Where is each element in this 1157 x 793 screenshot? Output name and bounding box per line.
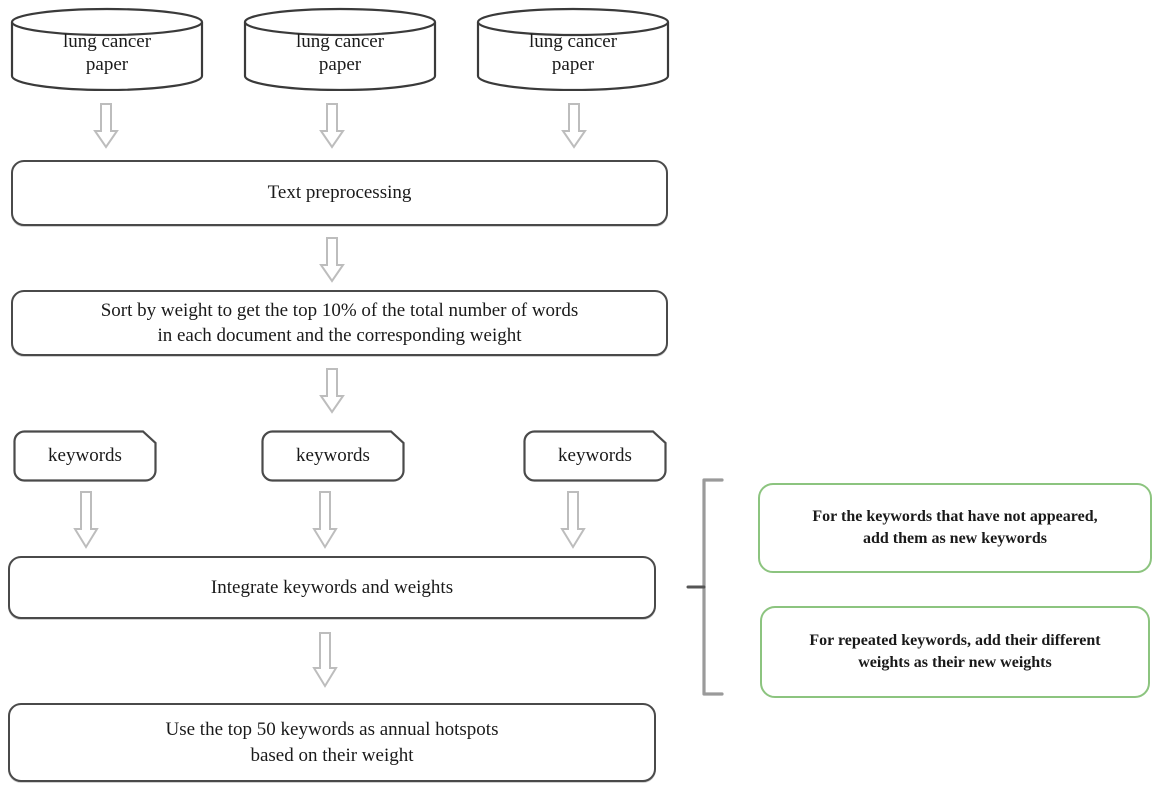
arrow-source-2-to-preprocessing bbox=[319, 103, 345, 149]
note-line1: For repeated keywords, add their differe… bbox=[809, 632, 1101, 650]
source-cylinder-3-label: lung cancer paper bbox=[476, 7, 670, 91]
arrow-source-3-to-preprocessing bbox=[561, 103, 587, 149]
keywords-box-1-label: keywords bbox=[48, 445, 122, 466]
source-label-line2: paper bbox=[318, 54, 362, 75]
arrow-preprocessing-to-sort bbox=[319, 237, 345, 283]
source-label-line2: paper bbox=[85, 54, 129, 75]
arrow-keywords-1-to-integrate bbox=[73, 491, 99, 549]
step-sort-by-weight[interactable]: Sort by weight to get the top 10% of the… bbox=[11, 290, 668, 356]
keywords-box-2-label: keywords bbox=[296, 445, 370, 466]
note-line2: weights as their new weights bbox=[858, 654, 1052, 671]
step-text-preprocessing-label: Text preprocessing bbox=[267, 182, 412, 204]
bracket-shape bbox=[686, 478, 724, 696]
cylinder-shape bbox=[10, 7, 204, 91]
note-repeated-keywords[interactable]: For repeated keywords, add their differe… bbox=[760, 606, 1150, 698]
step-integrate-label: Integrate keywords and weights bbox=[210, 576, 454, 598]
source-cylinder-1-label: lung cancer paper bbox=[10, 7, 204, 91]
source-cylinder-2[interactable]: lung cancer paper bbox=[243, 7, 437, 91]
down-arrow-icon bbox=[561, 103, 587, 149]
hotspots-label-line2: based on their weight bbox=[250, 744, 414, 766]
keywords-box-3-label: keywords bbox=[558, 445, 632, 466]
source-label-line1: lung cancer bbox=[62, 30, 152, 52]
step-text-preprocessing[interactable]: Text preprocessing bbox=[11, 160, 668, 226]
step-integrate-keywords-and-weights[interactable]: Integrate keywords and weights bbox=[8, 556, 656, 619]
snipped-corner-box-shape bbox=[523, 430, 667, 482]
note-new-keywords-label: For the keywords that have not appeared,… bbox=[784, 506, 1125, 549]
arrow-integrate-to-hotspots bbox=[312, 632, 338, 688]
sort-label-line1: Sort by weight to get the top 10% of the… bbox=[100, 299, 579, 321]
keywords-box-2[interactable]: keywords bbox=[261, 430, 405, 482]
snipped-corner-box-shape bbox=[13, 430, 157, 482]
cylinder-shape bbox=[476, 7, 670, 91]
note-line2: add them as new keywords bbox=[862, 530, 1047, 547]
sort-label-line2: in each document and the corresponding w… bbox=[157, 325, 522, 346]
source-cylinder-3[interactable]: lung cancer paper bbox=[476, 7, 670, 91]
step-sort-by-weight-label: Sort by weight to get the top 10% of the… bbox=[81, 298, 599, 348]
hotspots-label-line1: Use the top 50 keywords as annual hotspo… bbox=[165, 719, 499, 741]
down-arrow-icon bbox=[319, 237, 345, 283]
step-annual-hotspots[interactable]: Use the top 50 keywords as annual hotspo… bbox=[8, 703, 656, 782]
note-repeated-keywords-label: For repeated keywords, add their differe… bbox=[781, 630, 1128, 673]
down-arrow-icon bbox=[312, 632, 338, 688]
source-label-line1: lung cancer bbox=[528, 30, 618, 52]
down-arrow-icon bbox=[560, 491, 586, 549]
keywords-box-1[interactable]: keywords bbox=[13, 430, 157, 482]
down-arrow-icon bbox=[73, 491, 99, 549]
notes-bracket bbox=[686, 476, 726, 698]
arrow-source-1-to-preprocessing bbox=[93, 103, 119, 149]
down-arrow-icon bbox=[93, 103, 119, 149]
note-new-keywords[interactable]: For the keywords that have not appeared,… bbox=[758, 483, 1152, 573]
down-arrow-icon bbox=[312, 491, 338, 549]
note-line1: For the keywords that have not appeared, bbox=[812, 508, 1098, 526]
snipped-corner-box-shape bbox=[261, 430, 405, 482]
arrow-keywords-3-to-integrate bbox=[560, 491, 586, 549]
source-label-line2: paper bbox=[551, 54, 595, 75]
cylinder-shape bbox=[243, 7, 437, 91]
down-arrow-icon bbox=[319, 103, 345, 149]
source-label-line1: lung cancer bbox=[295, 30, 385, 52]
keywords-box-3[interactable]: keywords bbox=[523, 430, 667, 482]
arrow-sort-to-keywords bbox=[319, 368, 345, 414]
down-arrow-icon bbox=[319, 368, 345, 414]
source-cylinder-1[interactable]: lung cancer paper bbox=[10, 7, 204, 91]
source-cylinder-2-label: lung cancer paper bbox=[243, 7, 437, 91]
arrow-keywords-2-to-integrate bbox=[312, 491, 338, 549]
step-annual-hotspots-label: Use the top 50 keywords as annual hotspo… bbox=[146, 717, 519, 767]
